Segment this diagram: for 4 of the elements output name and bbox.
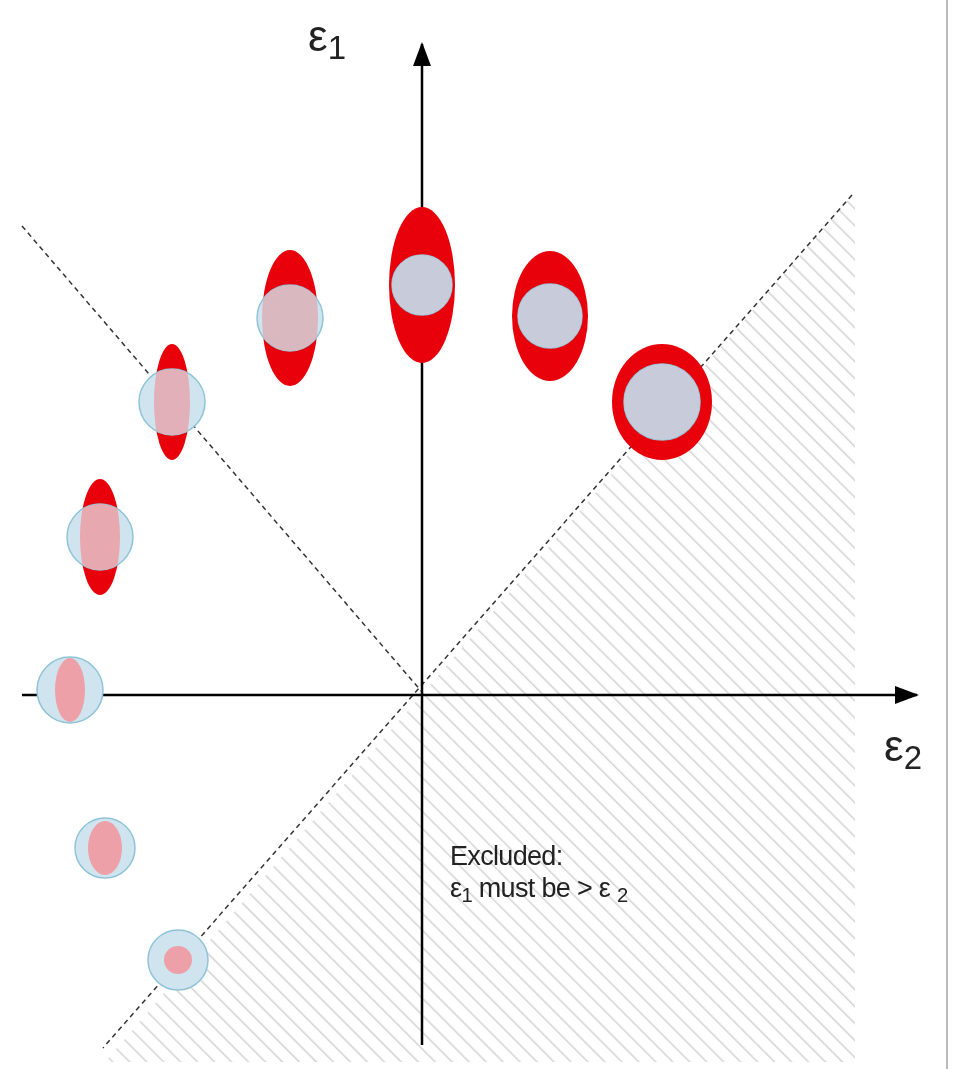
axis-label: ε$_{2}$ [884,720,922,773]
axis-label: Excluded: [450,840,563,873]
axis-label: ε$_{1}$ [308,10,346,63]
axis-label: ε$_{1}$ must be > ε $_{2}$ [450,872,628,906]
